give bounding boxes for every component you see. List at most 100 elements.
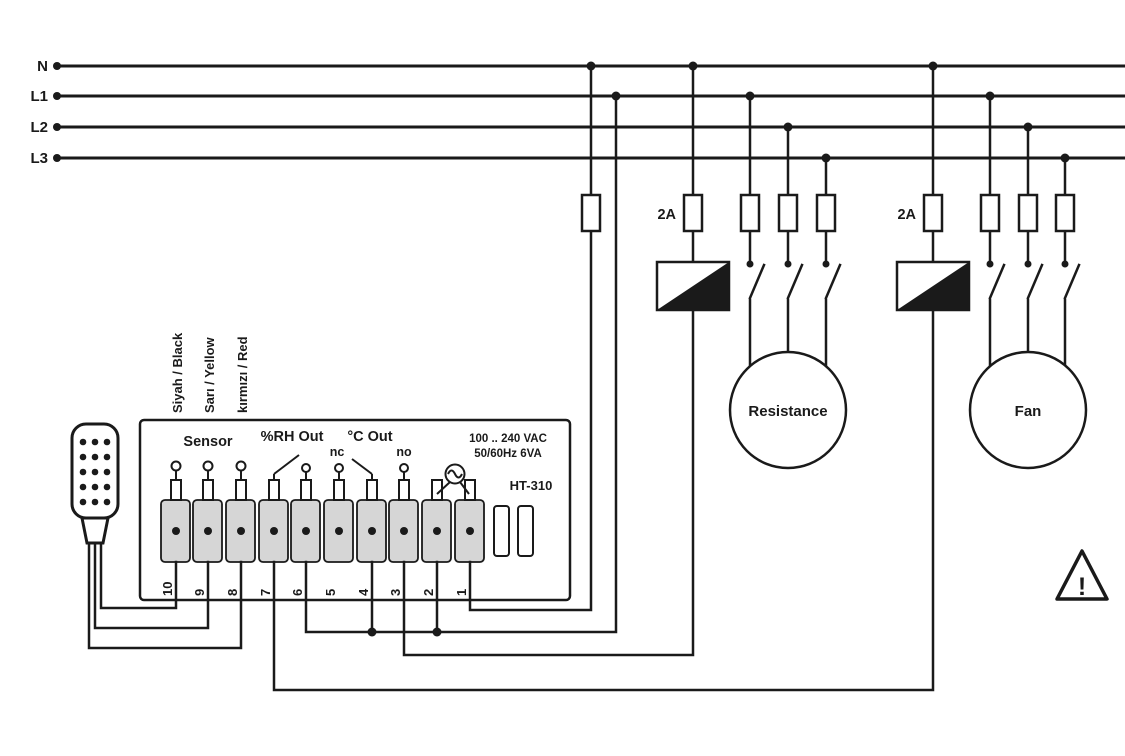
contactor-coil-icon-resistance (655, 260, 731, 312)
terminal-number: 8 (225, 589, 240, 596)
fuse-rating-label-resistance: 2A (657, 207, 676, 223)
terminal-screw-dot (172, 527, 180, 535)
contact-switch-icon (784, 260, 804, 300)
rh-out-label: %RH Out (261, 429, 324, 445)
junction-dot (745, 91, 755, 101)
load-fan-circle (968, 350, 1088, 470)
terminal-screw-dot (400, 527, 408, 535)
mounting-clip (493, 505, 510, 557)
junction-dot (1023, 122, 1033, 132)
rh-relay-contact (301, 463, 311, 473)
fuse-rating-label-fan: 2A (897, 207, 916, 223)
bus-label-n: N (37, 58, 48, 75)
resistance-branch: 2A Resistance (402, 61, 848, 657)
no-label: no (396, 445, 412, 459)
sensor-input-stubs (175, 471, 242, 480)
terminal-number: 4 (356, 588, 371, 596)
terminal-screw-dot (237, 527, 245, 535)
wire-neutral-to-terminal-1 (468, 64, 593, 612)
wire-resistance-coil-circuit (402, 64, 695, 657)
junction-dot (688, 61, 698, 71)
controller-supply-wiring (304, 61, 621, 637)
fuse-icon (739, 193, 761, 233)
fuse-icon (1017, 193, 1039, 233)
contactor-coil-icon-fan (895, 260, 971, 312)
terminal-block (160, 479, 485, 563)
fuse-icon (979, 193, 1001, 233)
sensor-wire-labels: Siyah / Black Sarı / Yellow kırmızı / Re… (170, 332, 250, 413)
bus-start-dot-n (53, 62, 61, 70)
sensor-input-circle (202, 460, 214, 472)
mounting-clip (517, 505, 534, 557)
terminal-screw-dot (302, 527, 310, 535)
terminal-screw-dot (335, 527, 343, 535)
sensor-input-circle (235, 460, 247, 472)
junction-dot (367, 627, 377, 637)
sensor-wire-to-terminal-9 (93, 541, 210, 630)
power-symbol-icon (436, 463, 470, 495)
contactor-coil-fill (897, 262, 969, 310)
power-bus: N L1 L2 L3 (30, 58, 1125, 167)
terminal-number: 2 (421, 589, 436, 596)
c-relay-nc-contact (334, 463, 344, 473)
power-symbol-sine (447, 469, 463, 479)
sensor-wire-to-terminal-10 (99, 541, 178, 610)
terminal-numbers: 10 9 8 7 6 5 4 3 2 1 (160, 582, 469, 596)
sensor-input-circle (170, 460, 182, 472)
contact-switch-icon (1061, 260, 1081, 300)
probe-neck (80, 516, 110, 545)
c-relay-no-contact (399, 463, 409, 473)
junction-dot (1060, 153, 1070, 163)
fuse-icon-2a-resistance (682, 193, 704, 233)
terminal-number: 9 (192, 589, 207, 596)
junction-dot (985, 91, 995, 101)
junction-dot (611, 91, 621, 101)
sensor-wire-label-red: kırmızı / Red (235, 336, 250, 413)
power-symbol-lead (436, 481, 451, 495)
supply-rating-line2: 50/60Hz 6VA (474, 448, 542, 460)
nc-label: nc (330, 445, 345, 459)
junction-dot (821, 153, 831, 163)
load-resistance-circle (728, 350, 848, 470)
contactor-coil-fill (657, 262, 729, 310)
bus-label-l3: L3 (30, 150, 48, 167)
load-resistance-label: Resistance (748, 403, 827, 420)
fuse-icon (580, 193, 602, 233)
rh-relay-stubs (273, 472, 307, 480)
bus-start-dot-l3 (53, 154, 61, 162)
junction-dot (432, 627, 442, 637)
warning-exclamation: ! (1078, 573, 1086, 601)
fuse-icon (777, 193, 799, 233)
sensor-probe (70, 422, 243, 650)
terminal-screw-dot (270, 527, 278, 535)
probe-vent-dots (79, 438, 111, 506)
fan-branch: 2A Fan (272, 61, 1088, 692)
sensor-wire-label-black: Siyah / Black (170, 332, 185, 413)
power-symbol-lead (459, 481, 470, 495)
terminal-number: 3 (388, 589, 403, 596)
terminal-screw-dot (433, 527, 441, 535)
c-relay-lever (351, 458, 373, 475)
rh-relay-lever (273, 454, 300, 475)
terminal-number: 6 (290, 589, 305, 596)
terminal-number: 10 (160, 582, 175, 596)
fuse-icon-2a-fan (922, 193, 944, 233)
bus-label-l2: L2 (30, 119, 48, 136)
warning-triangle (1055, 549, 1109, 601)
c-relay-stubs (338, 472, 405, 480)
load-fan-label: Fan (1015, 403, 1042, 420)
supply-rating-line1: 100 .. 240 VAC (469, 433, 547, 445)
c-out-label: °C Out (347, 429, 392, 445)
fuse-icon (1054, 193, 1076, 233)
terminal-screw-dot (466, 527, 474, 535)
bus-start-dot-l2 (53, 123, 61, 131)
bus-start-dot-l1 (53, 92, 61, 100)
contact-switch-icon (746, 260, 766, 300)
sensor-wire-to-terminal-8 (87, 541, 243, 650)
sensor-label: Sensor (183, 434, 233, 450)
wire-l1-to-terminals-2-4-6 (304, 94, 618, 634)
rh-relay-switch-icon (273, 454, 311, 480)
model-label: HT-310 (510, 478, 553, 493)
bus-label-l1: L1 (30, 88, 48, 105)
